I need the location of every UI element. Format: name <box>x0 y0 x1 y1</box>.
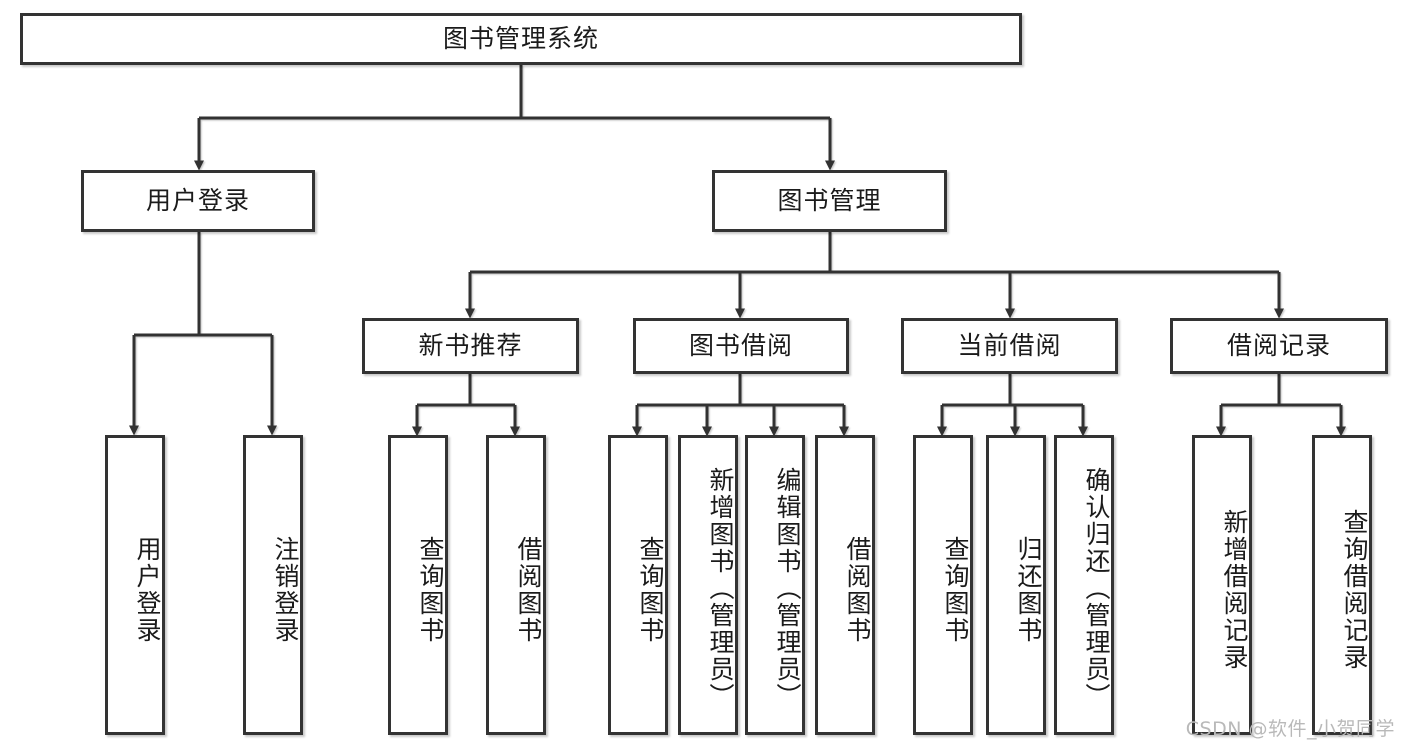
node-leaf-return-book-label: 归还图书 <box>1014 536 1043 644</box>
node-leaf-user-login-label: 用户登录 <box>133 536 162 644</box>
node-leaf-borrow-book-rec-label: 借阅图书 <box>514 536 543 644</box>
node-leaf-borrow-book-rec[interactable]: 借阅图书 <box>486 435 546 735</box>
node-leaf-query-book-cb[interactable]: 查询图书 <box>913 435 973 735</box>
node-leaf-borrow-book-bb[interactable]: 借阅图书 <box>815 435 875 735</box>
node-borrow-record[interactable]: 借阅记录 <box>1170 318 1388 374</box>
node-user-login-label: 用户登录 <box>145 186 250 216</box>
node-leaf-edit-book[interactable]: 编辑图书（管理员） <box>745 435 805 735</box>
node-book-manage-label: 图书管理 <box>777 186 882 216</box>
node-leaf-query-book-bb[interactable]: 查询图书 <box>608 435 668 735</box>
watermark: CSDN @软件_小贺同学 <box>1185 718 1395 740</box>
node-leaf-add-record[interactable]: 新增借阅记录 <box>1192 435 1252 735</box>
node-borrow-record-label: 借阅记录 <box>1226 331 1331 361</box>
node-leaf-add-book[interactable]: 新增图书（管理员） <box>678 435 738 735</box>
node-book-borrow[interactable]: 图书借阅 <box>633 318 849 374</box>
node-leaf-query-book-rec[interactable]: 查询图书 <box>388 435 448 735</box>
node-leaf-query-book-cb-label: 查询图书 <box>941 536 970 644</box>
node-leaf-query-book-rec-label: 查询图书 <box>416 536 445 644</box>
node-user-login[interactable]: 用户登录 <box>81 170 315 232</box>
node-leaf-confirm-return[interactable]: 确认归还（管理员） <box>1054 435 1114 735</box>
node-leaf-confirm-return-label: 确认归还（管理员） <box>1082 466 1111 710</box>
node-leaf-query-record[interactable]: 查询借阅记录 <box>1312 435 1372 735</box>
node-root-label: 图书管理系统 <box>442 24 599 54</box>
node-leaf-add-book-label: 新增图书（管理员） <box>706 466 735 710</box>
node-leaf-query-book-bb-label: 查询图书 <box>636 536 665 644</box>
node-book-manage[interactable]: 图书管理 <box>712 170 947 232</box>
node-leaf-query-record-label: 查询借阅记录 <box>1340 509 1369 671</box>
node-leaf-user-login[interactable]: 用户登录 <box>105 435 165 735</box>
node-leaf-edit-book-label: 编辑图书（管理员） <box>773 466 802 710</box>
node-leaf-logout-label: 注销登录 <box>271 536 300 644</box>
node-leaf-add-record-label: 新增借阅记录 <box>1220 509 1249 671</box>
node-leaf-logout[interactable]: 注销登录 <box>243 435 303 735</box>
node-new-book-recommend-label: 新书推荐 <box>418 331 523 361</box>
node-leaf-borrow-book-bb-label: 借阅图书 <box>843 536 872 644</box>
node-leaf-return-book[interactable]: 归还图书 <box>986 435 1046 735</box>
node-current-borrow-label: 当前借阅 <box>957 331 1062 361</box>
node-current-borrow[interactable]: 当前借阅 <box>901 318 1118 374</box>
node-book-borrow-label: 图书借阅 <box>688 331 793 361</box>
node-new-book-recommend[interactable]: 新书推荐 <box>362 318 579 374</box>
node-root[interactable]: 图书管理系统 <box>20 13 1022 65</box>
